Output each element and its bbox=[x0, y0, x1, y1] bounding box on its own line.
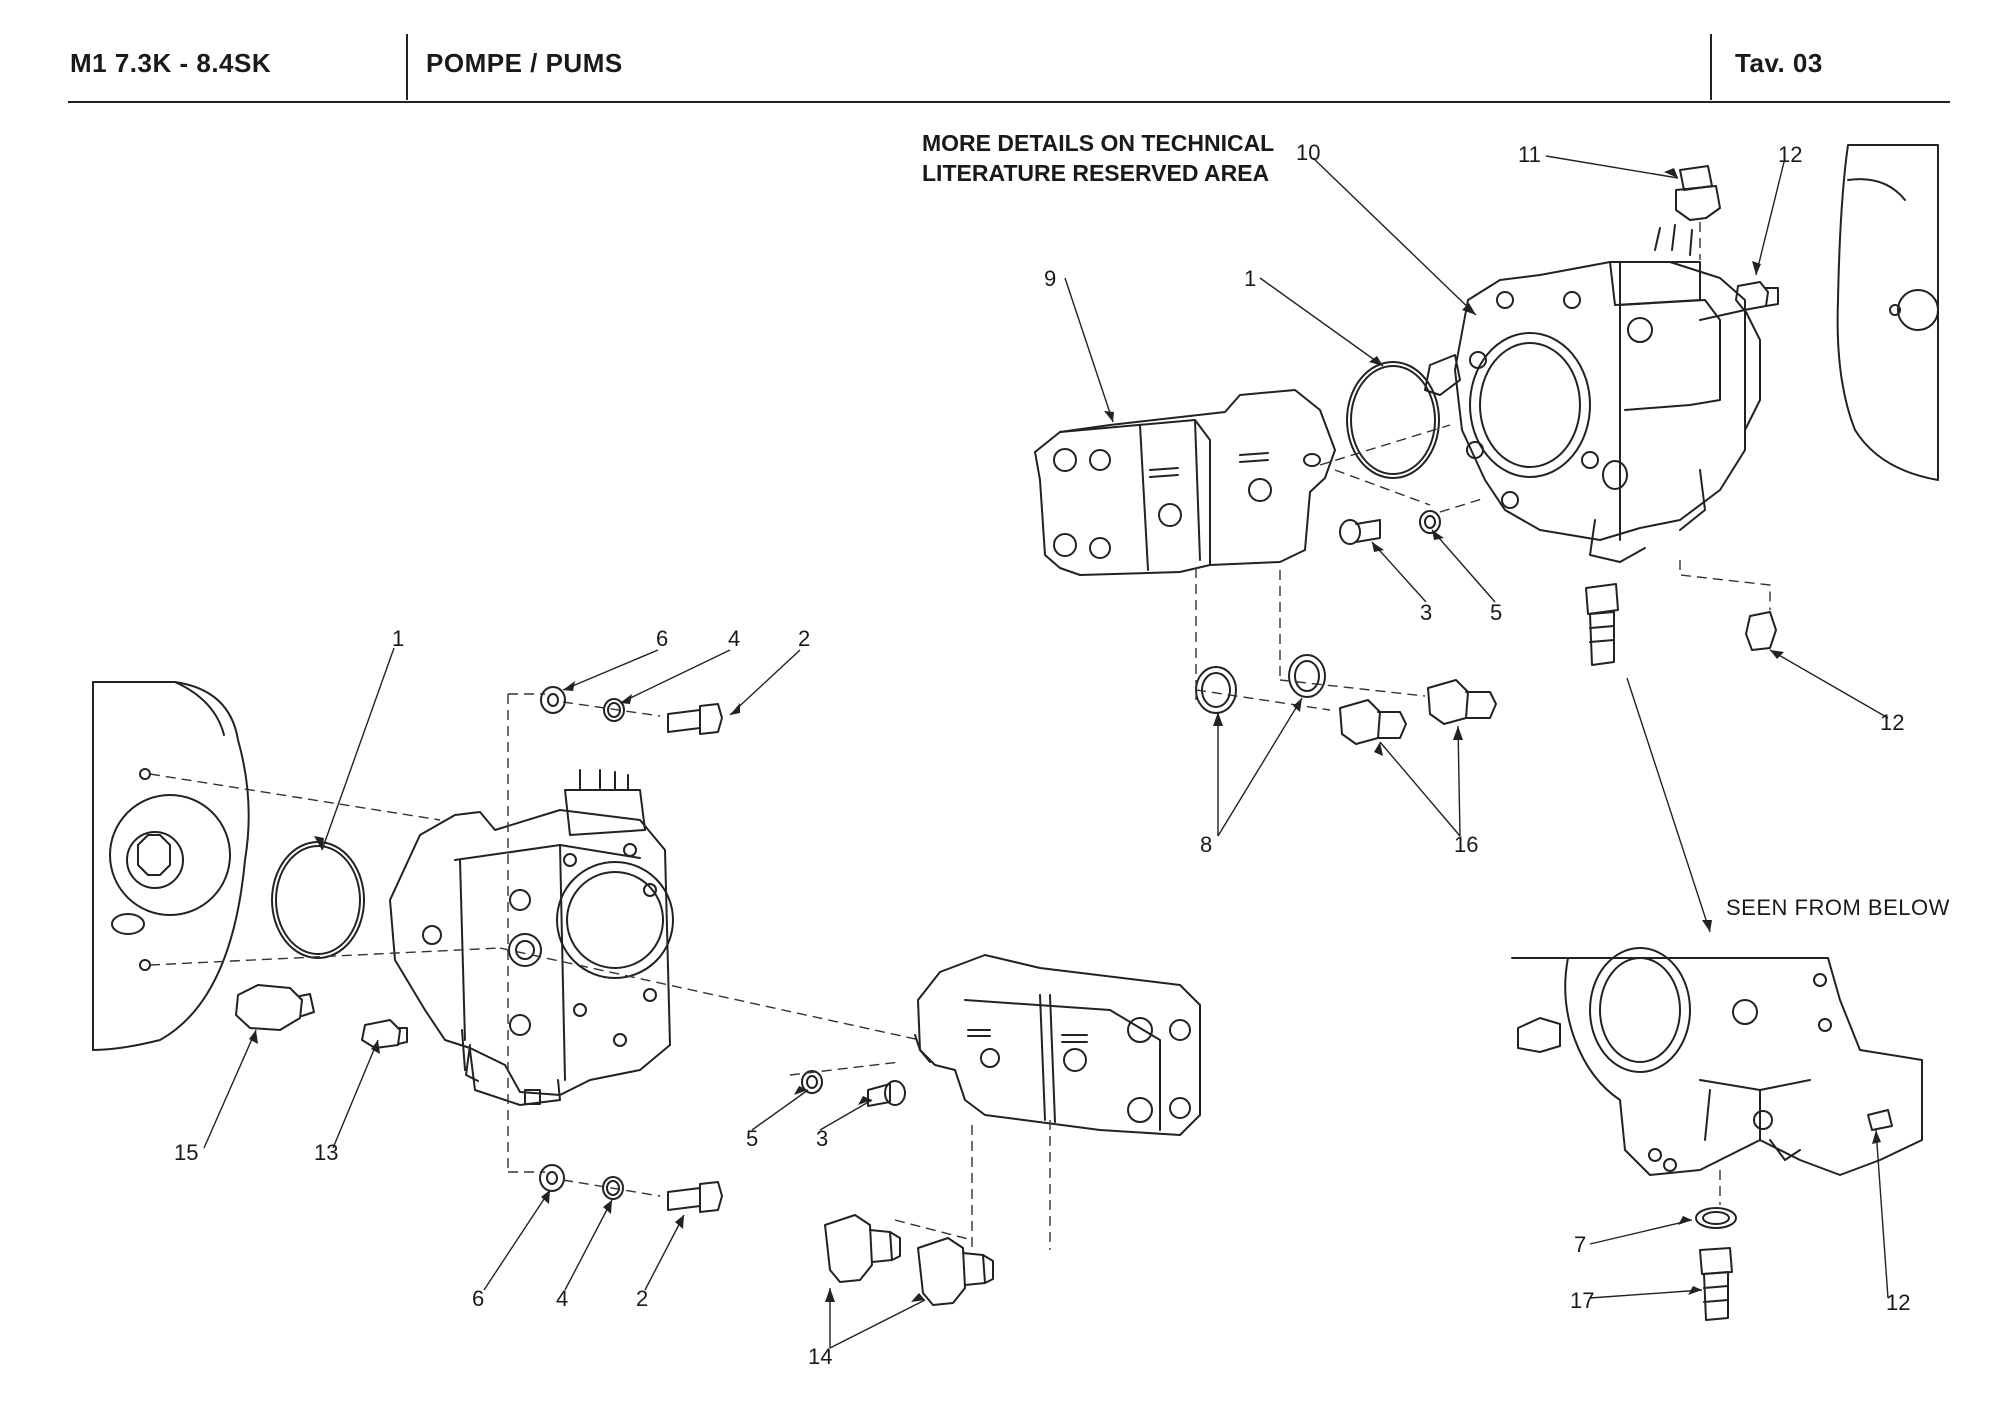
main-pump-body-right bbox=[1424, 224, 1761, 563]
callout-8: 8 bbox=[1200, 832, 1212, 857]
seal-ring-8b bbox=[1288, 654, 1326, 698]
callout-6-lower: 6 bbox=[472, 1286, 484, 1311]
callout-16: 16 bbox=[1454, 832, 1478, 857]
bolt-2-upper bbox=[667, 703, 723, 735]
callout-3-right: 3 bbox=[1420, 600, 1432, 625]
washer-5-left bbox=[801, 1070, 823, 1094]
leader-arrowheads bbox=[249, 168, 1881, 1302]
seal-ring-8a bbox=[1195, 666, 1237, 714]
plug-13 bbox=[361, 1019, 408, 1049]
fitting-16a bbox=[1339, 699, 1407, 745]
callout-4-upper: 4 bbox=[728, 626, 740, 651]
callout-2-upper: 2 bbox=[798, 626, 810, 651]
gear-pump-left bbox=[914, 954, 1201, 1136]
callout-9: 9 bbox=[1044, 266, 1056, 291]
note-technical-literature: MORE DETAILS ON TECHNICAL LITERATURE RES… bbox=[922, 128, 1274, 188]
callout-12-upper: 12 bbox=[1778, 142, 1802, 167]
fitting-16b bbox=[1427, 679, 1497, 725]
note-line-1: MORE DETAILS ON TECHNICAL bbox=[922, 130, 1275, 156]
callout-2-lower: 2 bbox=[636, 1286, 648, 1311]
model-title: M1 7.3K - 8.4SK bbox=[70, 48, 272, 78]
hose-barb-17 bbox=[1699, 1247, 1733, 1321]
flywheel-housing-right bbox=[1836, 144, 1939, 481]
callout-5-right: 5 bbox=[1490, 600, 1502, 625]
o-ring-left bbox=[271, 841, 365, 959]
callout-6-upper: 6 bbox=[656, 626, 668, 651]
callout-3-left: 3 bbox=[816, 1126, 828, 1151]
fitting-15 bbox=[235, 984, 315, 1031]
hose-barb-fitting bbox=[1585, 583, 1619, 666]
callout-7: 7 bbox=[1574, 1232, 1586, 1257]
table-reference: Tav. 03 bbox=[1735, 48, 1823, 78]
callout-1-right: 1 bbox=[1244, 266, 1256, 291]
leader-lines bbox=[203, 155, 1889, 1349]
washer-4-lower bbox=[602, 1176, 624, 1200]
callout-numbers: 1 6 4 2 15 13 5 3 6 4 2 14 9 1 10 11 12 … bbox=[174, 140, 1910, 1369]
note-line-2: LITERATURE RESERVED AREA bbox=[922, 160, 1270, 186]
plug-12-middle bbox=[1745, 611, 1777, 651]
main-pump-body-left bbox=[389, 769, 674, 1106]
o-ring-right bbox=[1346, 361, 1440, 479]
callout-14: 14 bbox=[808, 1344, 832, 1369]
flywheel-housing-left bbox=[92, 681, 250, 1051]
washer-6-upper bbox=[540, 686, 566, 714]
fitting-11 bbox=[1675, 165, 1721, 221]
elbow-fitting-14a bbox=[824, 1214, 901, 1283]
detail-seen-from-below bbox=[1511, 947, 1923, 1176]
callout-10: 10 bbox=[1296, 140, 1320, 165]
callout-15: 15 bbox=[174, 1140, 198, 1165]
gear-pump-right bbox=[1034, 389, 1336, 576]
elbow-fitting-14b bbox=[917, 1237, 994, 1306]
callout-17: 17 bbox=[1570, 1288, 1594, 1313]
callout-12-lower: 12 bbox=[1886, 1290, 1910, 1315]
washer-5-right bbox=[1419, 510, 1441, 534]
plug-12-upper bbox=[1735, 281, 1779, 311]
header-divider-2 bbox=[1710, 34, 1712, 100]
assembly-dashed-lines bbox=[149, 222, 1771, 1250]
screw-3-right bbox=[1339, 519, 1381, 545]
callout-12-middle: 12 bbox=[1880, 710, 1904, 735]
header-divider-1 bbox=[406, 34, 408, 100]
section-title: POMPE / PUMS bbox=[426, 48, 623, 78]
seen-from-below-label: SEEN FROM BELOW bbox=[1726, 895, 1950, 920]
header-rule bbox=[68, 101, 1950, 103]
callout-5-left: 5 bbox=[746, 1126, 758, 1151]
callout-13: 13 bbox=[314, 1140, 338, 1165]
callout-11: 11 bbox=[1518, 142, 1541, 167]
screw-3-left bbox=[867, 1080, 906, 1107]
washer-6-lower bbox=[539, 1164, 565, 1192]
bolt-2-lower bbox=[667, 1181, 723, 1213]
seal-ring-7 bbox=[1695, 1207, 1737, 1229]
callout-1-left: 1 bbox=[392, 626, 404, 651]
callout-4-lower: 4 bbox=[556, 1286, 568, 1311]
